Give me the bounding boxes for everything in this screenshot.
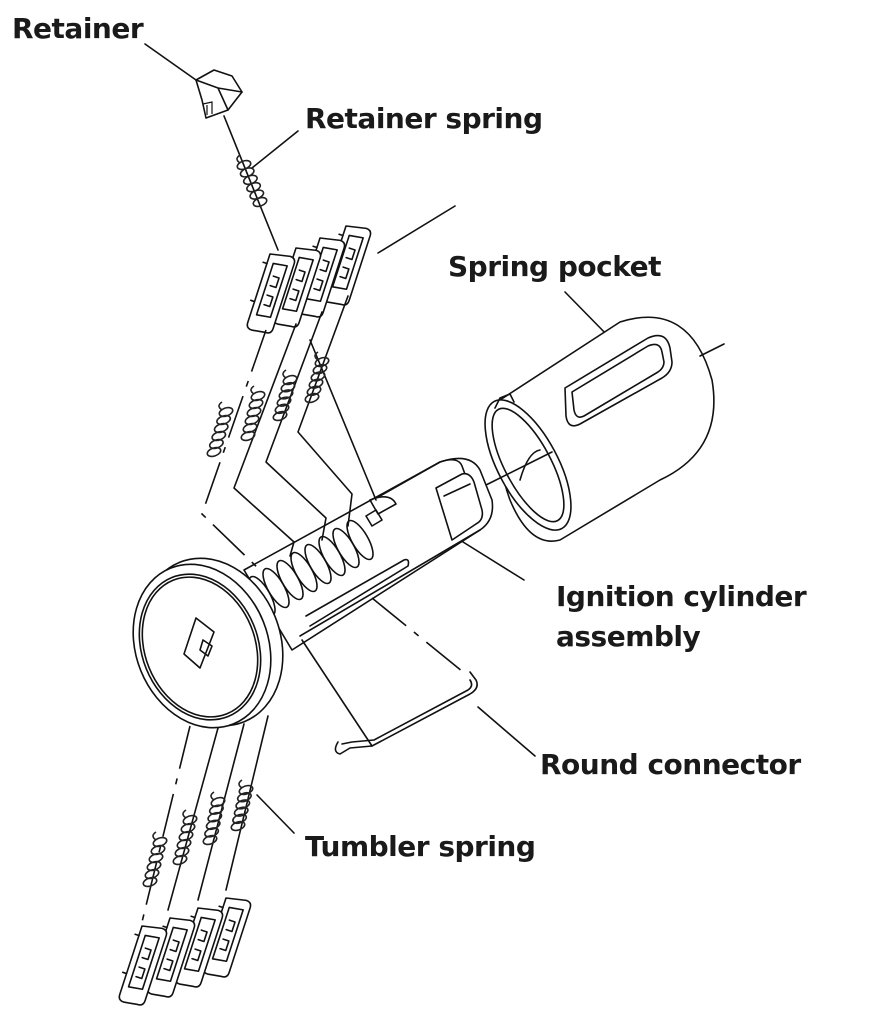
label-retainer-spring: Retainer spring	[305, 102, 543, 135]
retainer-part	[195, 69, 243, 119]
upper-tumbler-springs	[206, 351, 330, 458]
leader-tumbler-spring	[256, 794, 295, 834]
label-retainer: Retainer	[12, 12, 144, 45]
leader-lines	[144, 43, 613, 834]
label-ignition-cylinder: Ignition cylinder	[556, 580, 807, 613]
tumbler-wafer	[146, 917, 196, 998]
tumbler-wafer	[118, 925, 168, 1006]
lower-tumbler-springs	[142, 779, 254, 888]
tumbler-spring-coil	[240, 385, 266, 442]
tumbler-spring-coil	[272, 369, 298, 422]
label-tumbler-spring: Tumbler spring	[305, 830, 536, 863]
leader-retainer-spring	[251, 130, 299, 169]
label-round-connector: Round connector	[540, 748, 801, 781]
tumbler-spring-coil	[304, 351, 330, 404]
retainer-spring	[236, 154, 268, 208]
tumbler-spring-coil	[142, 831, 168, 888]
keyway-icon	[183, 617, 215, 669]
spring-pocket-part	[484, 316, 725, 542]
round-connector-part	[301, 597, 478, 755]
tumbler-wafer	[246, 253, 296, 334]
cylinder-face	[132, 557, 284, 729]
retainer-spring-coil	[236, 154, 268, 208]
lower-tumbler-guides	[141, 715, 269, 923]
tumbler-spring-coil	[172, 809, 198, 866]
tumbler-spring-coil	[202, 791, 226, 846]
upper-tumbler-stack	[246, 225, 372, 334]
ignition-cylinder-part	[243, 457, 494, 651]
tumbler-spring-coil	[206, 401, 234, 458]
label-spring-pocket: Spring pocket	[448, 250, 661, 283]
tumbler-spring-coil	[230, 779, 254, 832]
leader-ignition-cylinder	[454, 536, 525, 581]
label-ignition-cylinder-line2: assembly	[556, 620, 701, 653]
lower-tumbler-stack	[118, 897, 252, 1006]
cylinder-axis	[483, 451, 553, 487]
leader-round-connector	[477, 706, 536, 757]
leader-tumbler-stack	[377, 205, 456, 254]
leader-retainer	[144, 43, 197, 81]
